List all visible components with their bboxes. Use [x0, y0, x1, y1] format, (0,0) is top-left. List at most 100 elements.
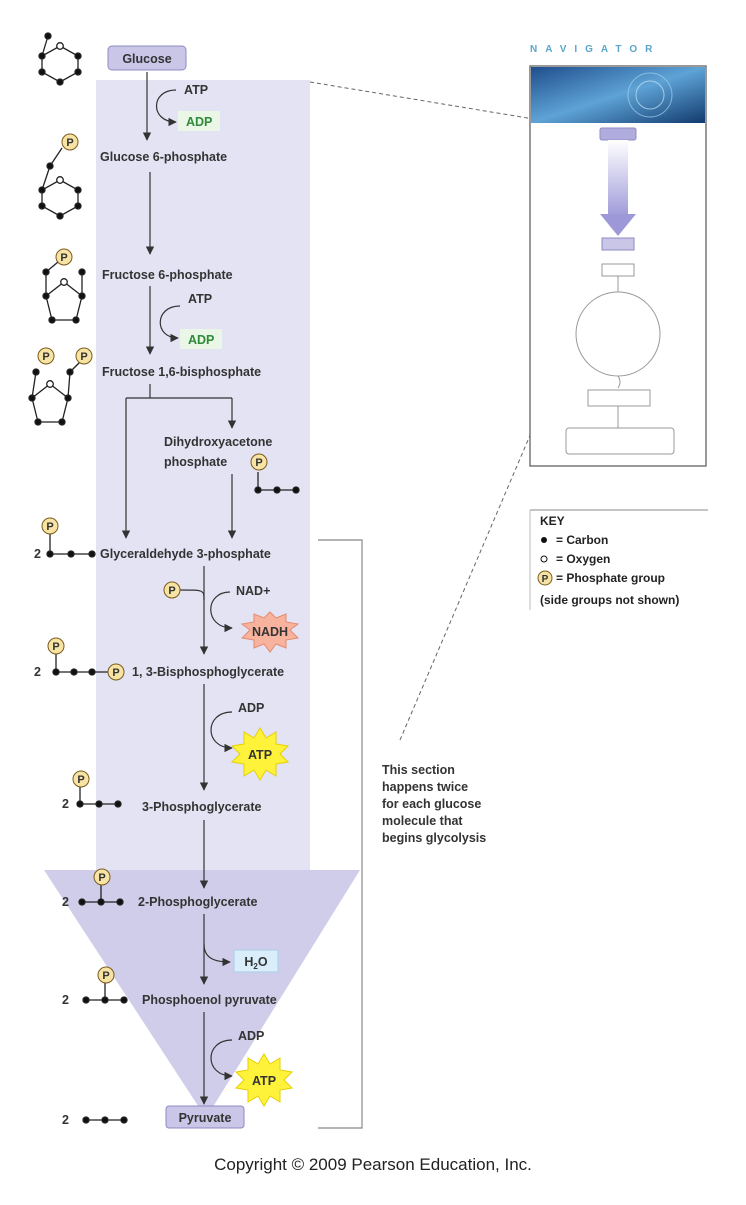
phosphate-icon: P — [93, 868, 111, 886]
svg-text:P: P — [102, 970, 109, 982]
phosphate-icon: P — [72, 770, 90, 788]
h2o-label: H2O — [244, 955, 267, 971]
svg-text:P: P — [52, 641, 59, 653]
count-two: 2 — [62, 895, 69, 909]
key-title: KEY — [540, 514, 565, 528]
g6p-label: Glucose 6-phosphate — [100, 150, 227, 164]
navigator-callout-lines — [309, 81, 611, 741]
atp-burst-2 — [234, 1053, 294, 1107]
atp-output-label: ATP — [248, 748, 272, 762]
bpg-molecule-icon — [52, 654, 108, 676]
atp-input-label: ATP — [184, 83, 208, 97]
navigator-panel: NAVIGATOR — [529, 44, 707, 467]
f16bp-molecule-icon — [28, 361, 81, 426]
g6p-molecule-icon — [38, 147, 82, 220]
pyruvate-box — [165, 1105, 245, 1129]
svg-text:P: P — [542, 574, 549, 585]
g3p-molecule-icon — [46, 534, 96, 558]
adp-output-label-2: ADP — [188, 333, 214, 347]
svg-text:molecule that: molecule that — [382, 814, 463, 828]
nadh-burst — [240, 611, 300, 653]
pyruvate-label: Pyruvate — [179, 1111, 232, 1125]
dhap-label-line1: Dihydroxyacetone — [164, 435, 272, 449]
adp-input-label-2: ADP — [238, 1029, 264, 1043]
pg2-molecule-icon — [78, 884, 124, 906]
f6p-label: Fructose 6-phosphate — [102, 268, 233, 282]
h2o-box — [233, 949, 279, 973]
svg-text:P: P — [42, 351, 49, 363]
adp-box-2 — [180, 329, 222, 349]
f16bp-label: Fructose 1,6-bisphosphate — [102, 365, 261, 379]
phosphate-icon: P — [250, 453, 268, 471]
adp-input-label: ADP — [238, 701, 264, 715]
phosphate-icon: P — [97, 966, 115, 984]
nad-label: NAD+ — [236, 584, 270, 598]
svg-text:begins glycolysis: begins glycolysis — [382, 831, 486, 845]
phosphate-icon: P — [41, 517, 59, 535]
svg-text:P: P — [112, 667, 119, 679]
pyruvate-molecule-icon — [82, 1116, 128, 1124]
step10-arrows — [199, 1012, 233, 1105]
phosphate-icon: P P — [37, 347, 93, 365]
pep-label: Phosphoenol pyruvate — [142, 993, 277, 1007]
flow-arrow — [44, 80, 360, 1118]
count-two: 2 — [34, 665, 41, 679]
dhap-molecule-icon — [254, 472, 300, 494]
glucose-box — [107, 45, 187, 71]
adp-output-label: ADP — [186, 115, 212, 129]
count-two: 2 — [34, 547, 41, 561]
svg-text:P: P — [77, 774, 84, 786]
key-panel: KEY = Carbon = Oxygen P = Phosphate grou… — [529, 509, 708, 610]
step6-arrows — [179, 566, 233, 655]
step9-arrows — [199, 914, 231, 985]
phosphate-icon: P — [55, 248, 73, 266]
svg-text:for each glucose: for each glucose — [382, 797, 481, 811]
f6p-molecule-icon — [42, 261, 86, 324]
dhap-label-line2: phosphate — [164, 455, 227, 469]
copyright: Copyright © 2009 Pearson Education, Inc. — [214, 1155, 532, 1174]
g3p-label: Glyceraldehyde 3-phosphate — [100, 547, 271, 561]
phosphate-icon: P — [163, 581, 181, 599]
phosphate-icon: P — [61, 133, 79, 151]
step7-arrows — [199, 684, 233, 791]
carbon-icon — [541, 537, 547, 543]
nadh-label: NADH — [252, 625, 288, 639]
step3-arrows — [145, 286, 181, 355]
svg-text:P: P — [66, 137, 73, 149]
svg-text:P: P — [255, 457, 262, 469]
glucose-label: Glucose — [122, 52, 171, 66]
atp-burst — [230, 727, 290, 781]
key-phosphate: = Phosphate group — [556, 571, 665, 585]
phosphate-icon: P P — [47, 637, 125, 681]
svg-text:P: P — [80, 351, 87, 363]
pg2-label: 2-Phosphoglycerate — [138, 895, 258, 909]
svg-text:P: P — [168, 585, 175, 597]
pg3-label: 3-Phosphoglycerate — [142, 800, 262, 814]
atp-input-label-2: ATP — [188, 292, 212, 306]
count-two: 2 — [62, 1113, 69, 1127]
oxygen-icon — [540, 555, 548, 563]
step1-arrows — [142, 72, 177, 141]
key-carbon: = Carbon — [556, 533, 608, 547]
navigator-compass-banner — [531, 67, 705, 123]
svg-text:P: P — [98, 872, 105, 884]
glucose-molecule-icon — [38, 32, 82, 86]
key-oxygen: = Oxygen — [556, 552, 610, 566]
navigator-title: NAVIGATOR — [530, 44, 660, 55]
svg-text:This section: This section — [382, 763, 455, 777]
pg3-molecule-icon — [76, 786, 122, 808]
atp-output-label-2: ATP — [252, 1074, 276, 1088]
svg-text:P: P — [60, 252, 67, 264]
bracket-note: This section happens twice for each gluc… — [382, 763, 486, 845]
svg-text:P: P — [46, 521, 53, 533]
phosphate-icon — [537, 570, 553, 586]
split-arrows — [121, 384, 237, 539]
adp-box — [178, 111, 220, 131]
key-note: (side groups not shown) — [540, 593, 679, 607]
bpg-label: 1, 3-Bisphosphoglycerate — [132, 665, 284, 679]
count-two: 2 — [62, 993, 69, 1007]
pep-molecule-icon — [82, 982, 128, 1004]
bracket — [318, 539, 363, 1129]
count-two: 2 — [62, 797, 69, 811]
